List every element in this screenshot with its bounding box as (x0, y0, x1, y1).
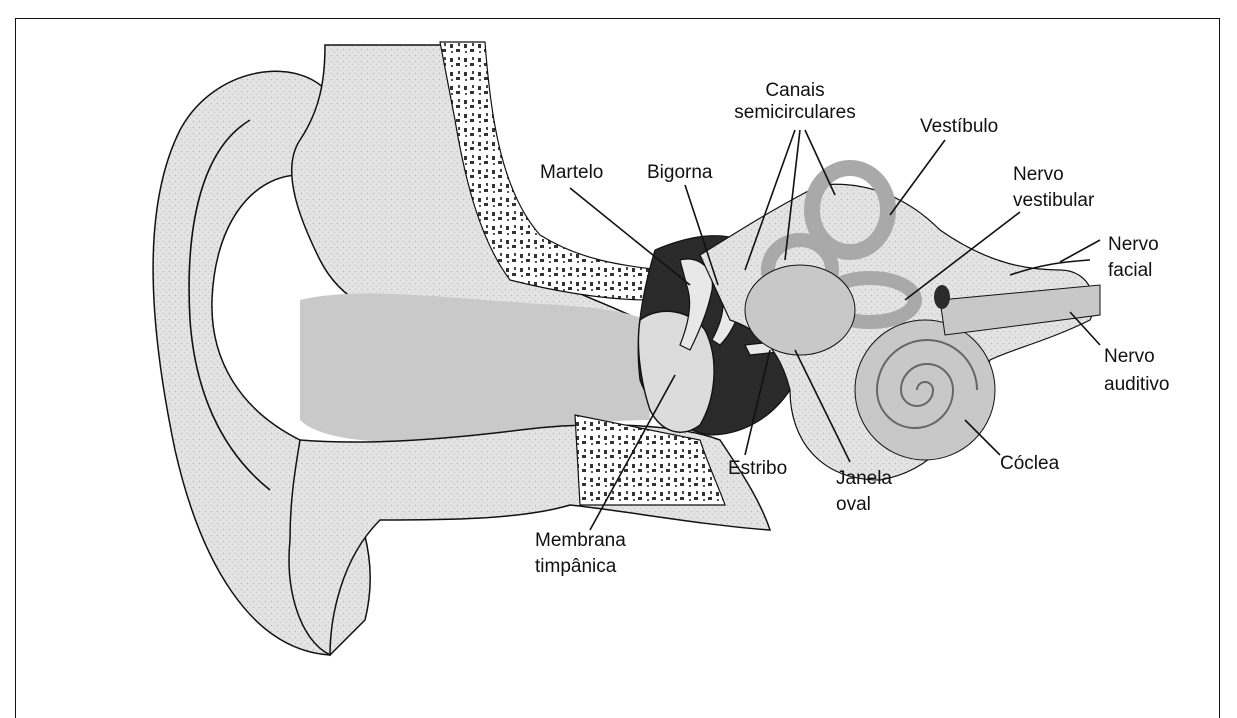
label-coclea: Cóclea (1000, 453, 1060, 474)
vestibule (745, 265, 855, 355)
tympanic-membrane (638, 311, 714, 432)
label-nervo-facial-line2: facial (1108, 260, 1152, 281)
label-canais-line2: semicirculares (734, 102, 855, 123)
label-canais-line1: Canais (765, 80, 824, 101)
label-membrana-line2: timpânica (535, 556, 617, 577)
label-nervo-vestibular-line2: vestibular (1013, 190, 1095, 211)
label-janela-oval-line1: Janela (836, 468, 892, 489)
label-martelo: Martelo (540, 162, 603, 183)
label-nervo-vestibular-line1: Nervo (1013, 164, 1064, 185)
label-estribo: Estribo (728, 458, 787, 479)
label-bigorna: Bigorna (647, 162, 713, 183)
leader-vestibulo (890, 140, 945, 215)
label-membrana-line1: Membrana (535, 530, 626, 551)
label-vestibulo: Vestíbulo (920, 116, 998, 137)
leader-nervo-facial (1060, 240, 1100, 262)
label-nervo-facial-line1: Nervo (1108, 234, 1159, 255)
label-nervo-auditivo-line1: Nervo (1104, 346, 1155, 367)
label-nervo-auditivo-line2: auditivo (1104, 374, 1170, 395)
label-janela-oval-line2: oval (836, 494, 871, 515)
nerve-cut-end (934, 285, 950, 309)
